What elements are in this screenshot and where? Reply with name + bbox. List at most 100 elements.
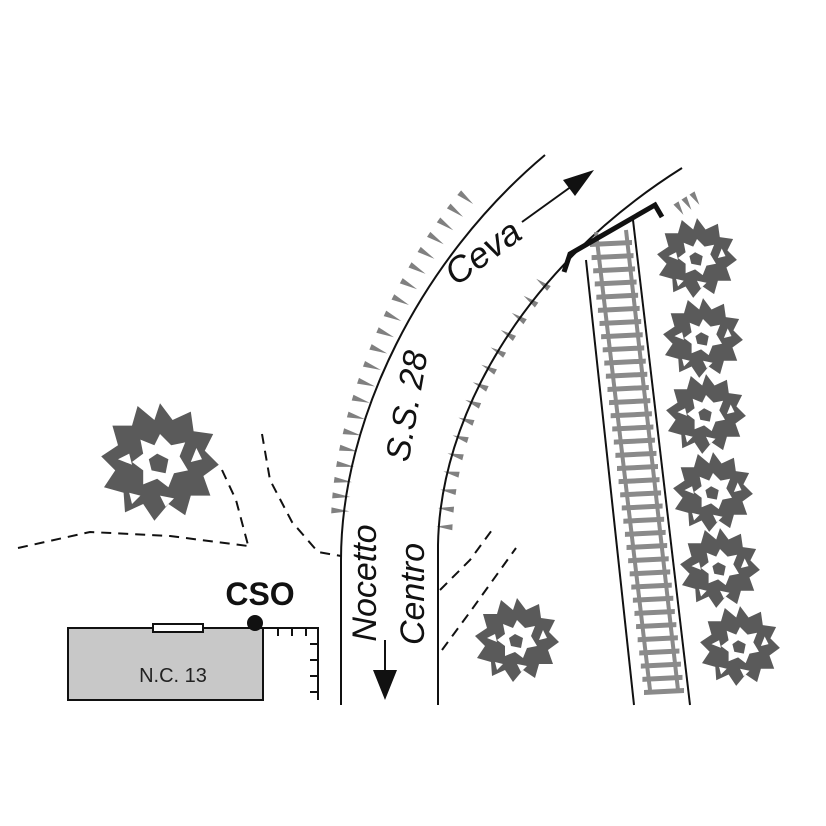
tree-icon (657, 218, 737, 298)
embankment-tick (681, 196, 692, 210)
tree-icon (673, 452, 753, 532)
direction-south-label-1: Nocetto (346, 524, 384, 641)
tree-icon (680, 528, 760, 608)
embankment-tick (351, 394, 370, 403)
building-label: N.C. 13 (139, 665, 207, 687)
embankment-tick (427, 231, 444, 245)
embankment-tick (333, 476, 353, 483)
railway-sleeper (618, 477, 660, 485)
direction-north-label: Ceva (437, 211, 529, 294)
embankment-tick (465, 399, 482, 409)
embankment-tick (408, 262, 426, 274)
railway-sleeper (623, 516, 665, 524)
railway-bed-left (585, 259, 635, 706)
railway-sleeper (604, 358, 646, 366)
survey-point-icon (247, 615, 263, 631)
railway-sleeper (601, 332, 643, 340)
fence-ticks (277, 628, 318, 693)
embankment-tick (362, 360, 381, 371)
railway-sleeper (629, 569, 671, 577)
dashed-path-tree-side (221, 469, 249, 546)
embankment-tick (673, 201, 684, 215)
embankment-hatch-left (331, 190, 474, 514)
embankment-tick (689, 191, 700, 205)
tree-icon (101, 403, 219, 521)
railway-sleeper (615, 450, 657, 458)
railway-sleepers (590, 240, 684, 695)
embankment-tick (436, 217, 454, 231)
railway-sleeper (639, 648, 680, 656)
railway-sleeper (626, 543, 668, 551)
embankment-tick (472, 382, 489, 392)
railway-sleeper (620, 490, 662, 498)
railway-sleeper (642, 674, 683, 682)
direction-south-label-2: Centro (394, 543, 432, 645)
railway-sleeper (591, 253, 634, 261)
tree-icon (663, 298, 743, 378)
railway-rail-left (594, 231, 652, 691)
railway-sleeper (634, 608, 675, 616)
building-nc13: N.C. 13 (67, 623, 264, 701)
railway-sleeper (624, 529, 666, 537)
dashed-path-right-1 (439, 529, 493, 591)
embankment-tick (339, 444, 358, 452)
railway-sleeper (640, 661, 681, 669)
railway-sleeper (602, 345, 645, 353)
railway-sleeper (605, 371, 648, 379)
embankment-tick (436, 524, 453, 531)
railway-sleeper (594, 279, 637, 287)
embankment-tick (536, 278, 551, 291)
embankment-tick (383, 310, 402, 321)
point-label: CSO (225, 576, 294, 612)
railway-rail-right (624, 229, 680, 691)
tree-icon (666, 374, 746, 454)
fence-line (263, 627, 319, 700)
road-name-label: S.S. 28 (379, 348, 436, 465)
railway-sleeper (596, 292, 639, 300)
road-edge-left (340, 154, 546, 705)
railway-sleeper (612, 424, 654, 432)
embankment-tick (481, 364, 497, 375)
railway-sleeper (590, 240, 632, 247)
embankment-tick (437, 506, 455, 513)
embankment-tick (446, 203, 464, 217)
embankment-tick (342, 428, 361, 436)
railway-sleeper (609, 398, 651, 406)
railway-bridge (561, 201, 665, 273)
arrow-south (373, 640, 397, 700)
embankment-tick (457, 190, 474, 205)
tree-icon (700, 606, 780, 686)
embankment-tick (391, 294, 409, 305)
railway-sleeper (637, 635, 678, 643)
dashed-path-upper (261, 433, 342, 557)
embankment-tick (458, 417, 475, 426)
embankment-tick (399, 278, 418, 290)
embankment-tick (376, 327, 395, 338)
railway-sleeper (613, 437, 655, 445)
railway-sleeper (599, 319, 642, 327)
railway-sleeper (628, 556, 669, 564)
embankment-hatch-rail (673, 191, 700, 215)
embankment-hatch-right (436, 278, 551, 531)
railway-sleeper (631, 582, 672, 590)
railway-sleeper (610, 411, 652, 419)
railway-sleeper (636, 622, 677, 630)
embankment-tick (357, 377, 376, 387)
embankment-tick (369, 344, 388, 354)
railway-sleeper (597, 305, 640, 313)
embankment-tick (452, 435, 469, 443)
embankment-tick (417, 246, 435, 259)
railway-sleeper (632, 595, 674, 603)
railway-sleeper (644, 688, 684, 695)
arrow-north (521, 170, 594, 223)
embankment-tick (490, 347, 507, 358)
embankment-tick (336, 460, 355, 467)
embankment-tick (346, 411, 366, 420)
embankment-tick (331, 507, 350, 514)
road-edge-right (437, 167, 683, 705)
railway-sleeper (607, 384, 649, 392)
tree-icon (475, 598, 559, 682)
railway-sleeper (621, 503, 663, 511)
dashed-path-lower-left (17, 530, 249, 549)
